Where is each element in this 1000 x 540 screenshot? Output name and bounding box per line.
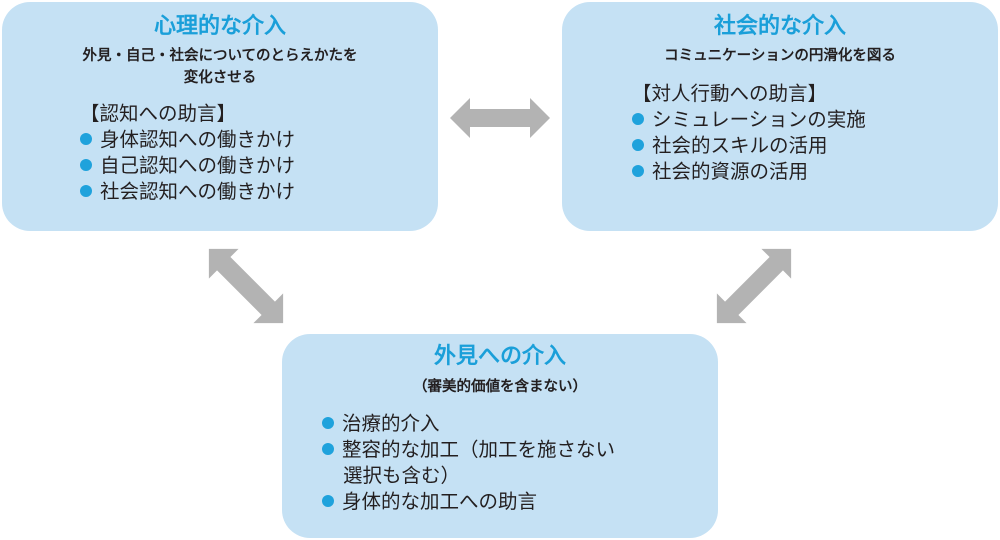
list-item: 治療的介入 [322, 411, 615, 437]
psychological-intervention-subtitle-line2: 変化させる [183, 70, 257, 86]
list-item-label: 身体的な加工への助言 [342, 490, 538, 513]
appearance-intervention-list: 治療的介入 整容的な加工（加工を施さない 選択も含む） 身体的な加工への助言 [322, 411, 615, 515]
psychological-intervention-title: 心理的な介入 [153, 14, 286, 39]
list-item: シミュレーションの実施 [632, 107, 866, 133]
double-headed-arrow-icon [194, 234, 298, 338]
bullet-dot-icon [80, 159, 92, 171]
bullet-dot-icon [80, 185, 92, 197]
list-item-continuation: 選択も含む） [343, 464, 461, 487]
bullet-dot-icon [322, 417, 334, 429]
list-item: 社会認知への働きかけ [80, 179, 295, 205]
list-item: 身体認知への働きかけ [80, 127, 295, 153]
list-item: 身体的な加工への助言 [322, 489, 615, 515]
social-intervention-box: 社会的な介入 コミュニケーションの円滑化を図る 【対人行動への助言】 シミュレー… [562, 2, 998, 231]
list-item-label: 身体認知への働きかけ [100, 128, 296, 151]
bullet-dot-icon [632, 139, 644, 151]
list-item: 社会的資源の活用 [632, 159, 866, 185]
double-headed-arrow-icon [702, 234, 806, 338]
psychological-intervention-subtitle-line1: 外見・自己・社会についてのとらえかたを [82, 48, 358, 64]
double-headed-arrow-icon [450, 98, 550, 138]
list-item-label: 整容的な加工（加工を施さない [342, 438, 616, 461]
list-item-label: 社会的スキルの活用 [652, 134, 828, 157]
list-item: 社会的スキルの活用 [632, 133, 866, 159]
cognition-advice-heading: 【認知への助言】 [80, 102, 237, 125]
bullet-dot-icon [80, 133, 92, 145]
list-item-label: シミュレーションの実施 [652, 108, 866, 131]
list-item: 自己認知への働きかけ [80, 153, 295, 179]
list-item-label: 社会認知への働きかけ [100, 180, 296, 203]
bullet-dot-icon [632, 113, 644, 125]
list-item-label: 自己認知への働きかけ [100, 154, 296, 177]
social-intervention-title: 社会的な介入 [713, 14, 846, 39]
psychological-intervention-list: 【認知への助言】 身体認知への働きかけ 自己認知への働きかけ 社会認知への働きか… [80, 101, 295, 205]
social-intervention-subtitle: コミュニケーションの円滑化を図る [664, 48, 896, 64]
bullet-dot-icon [632, 165, 644, 177]
psychological-intervention-box: 心理的な介入 外見・自己・社会についてのとらえかたを 変化させる 【認知への助言… [2, 2, 438, 231]
appearance-intervention-title: 外見への介入 [433, 344, 566, 369]
appearance-intervention-subtitle: （審美的価値を含まない） [413, 379, 587, 395]
social-intervention-list: 【対人行動への助言】 シミュレーションの実施 社会的スキルの活用 社会的資源の活… [632, 81, 866, 185]
interpersonal-advice-heading: 【対人行動への助言】 [632, 82, 828, 105]
list-item: 整容的な加工（加工を施さない [322, 437, 615, 463]
list-item-label: 社会的資源の活用 [652, 160, 809, 183]
appearance-intervention-box: 外見への介入 （審美的価値を含まない） 治療的介入 整容的な加工（加工を施さない… [282, 334, 718, 538]
list-item-label: 治療的介入 [342, 412, 440, 435]
bullet-dot-icon [322, 443, 334, 455]
bullet-dot-icon [322, 495, 334, 507]
